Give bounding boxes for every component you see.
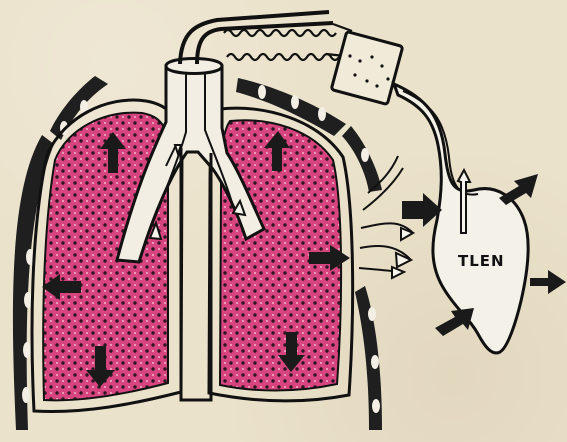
ventilator-tubing	[224, 24, 355, 60]
bag-right-arrow	[530, 270, 566, 294]
bag-label: TLEN	[458, 252, 505, 270]
bag-top-arrow	[499, 174, 538, 205]
bag-bottom-arrow	[435, 308, 474, 336]
filter-box	[331, 32, 403, 105]
